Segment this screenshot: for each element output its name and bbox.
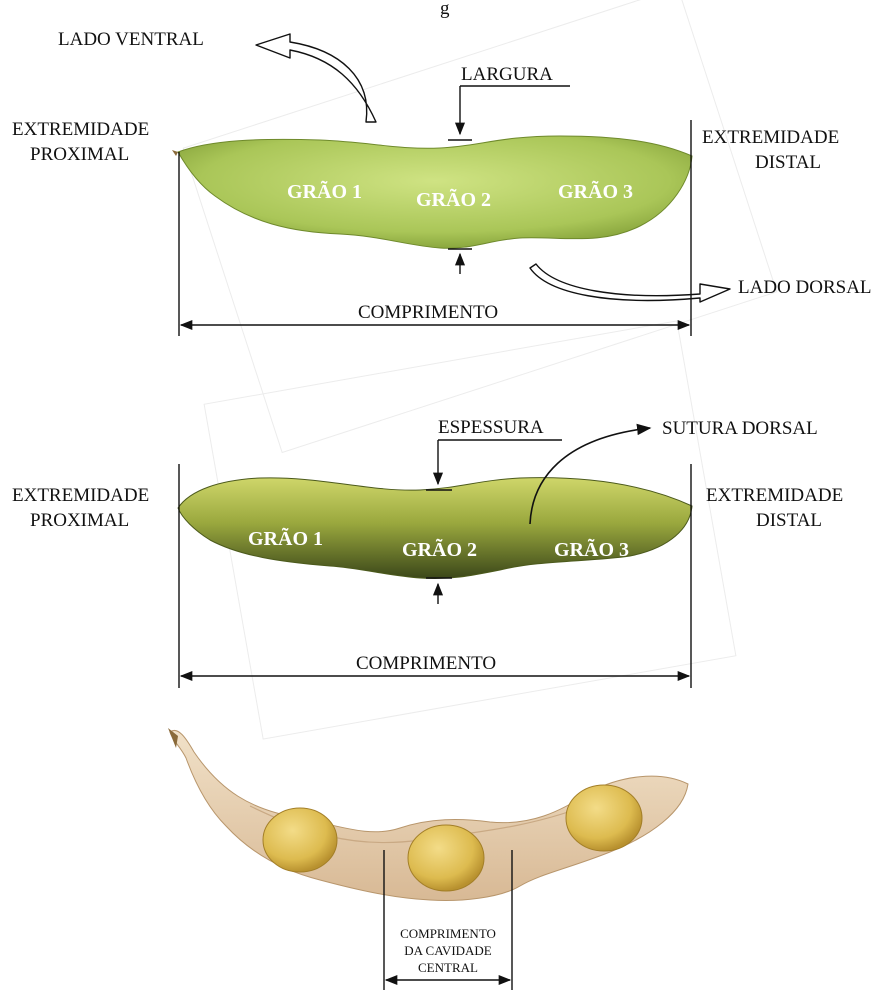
- p1-grain-1: GRÃO 1: [287, 180, 362, 203]
- thickness-label: ESPESSURA: [438, 417, 544, 438]
- panel-1: GRÃO 1 GRÃO 2 GRÃO 3 LADO VENTRAL LARGUR…: [12, 29, 872, 336]
- p1-distal-line1: EXTREMIDADE: [702, 127, 839, 148]
- p1-grain-3: GRÃO 3: [558, 180, 633, 203]
- dorsal-curved-arrow: [530, 264, 730, 302]
- p1-proximal-line2: PROXIMAL: [30, 144, 129, 165]
- bean-1: [263, 808, 337, 872]
- p2-grain-1: GRÃO 1: [248, 527, 323, 550]
- ventral-curved-arrow: [256, 34, 376, 122]
- p1-proximal-line1: EXTREMIDADE: [12, 119, 149, 140]
- p2-length-label: COMPRIMENTO: [356, 653, 496, 674]
- width-label: LARGURA: [461, 64, 553, 85]
- p2-distal-line2: DISTAL: [756, 510, 822, 531]
- ventral-side-label: LADO VENTRAL: [58, 29, 204, 50]
- p1-grain-2: GRÃO 2: [416, 188, 491, 211]
- stem-tip: [172, 150, 178, 156]
- background-frames: [183, 0, 776, 739]
- dorsal-side-label: LADO DORSAL: [738, 277, 872, 298]
- panel-3: COMPRIMENTO DA CAVIDADE CENTRAL: [168, 728, 688, 990]
- cavity-label-line1: COMPRIMENTO: [400, 926, 496, 941]
- top-title: g: [440, 0, 450, 19]
- p1-distal-line2: DISTAL: [755, 152, 821, 173]
- p2-grain-2: GRÃO 2: [402, 538, 477, 561]
- cavity-label-line2: DA CAVIDADE: [404, 943, 492, 958]
- p2-proximal-line2: PROXIMAL: [30, 510, 129, 531]
- bean-2: [408, 825, 484, 891]
- p2-grain-3: GRÃO 3: [554, 538, 629, 561]
- bean-3: [566, 785, 642, 851]
- panel-2: GRÃO 1 GRÃO 2 GRÃO 3 ESPESSURA SUTURA DO…: [12, 417, 843, 688]
- p1-length-label: COMPRIMENTO: [358, 302, 498, 323]
- p2-proximal-line1: EXTREMIDADE: [12, 485, 149, 506]
- p2-distal-line1: EXTREMIDADE: [706, 485, 843, 506]
- cavity-label-line3: CENTRAL: [418, 960, 478, 975]
- suture-label: SUTURA DORSAL: [662, 418, 818, 439]
